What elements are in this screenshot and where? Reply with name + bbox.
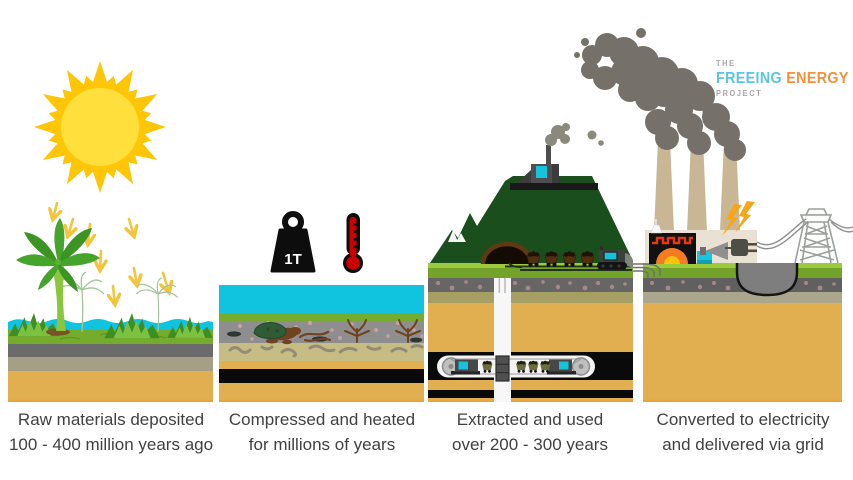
- rock-speckles: [650, 280, 836, 291]
- fern-icon: [8, 313, 213, 339]
- smoke-icon: [574, 28, 746, 161]
- caption-line: 100 - 400 million years ago: [8, 435, 214, 454]
- mountain-icon: [430, 176, 633, 263]
- stage-caption-3: Extracted and used over 200 - 300 years: [410, 407, 650, 457]
- palm-tree-icon: [16, 218, 100, 336]
- sediment-squiggles: [228, 344, 424, 358]
- stage-2-panel: 1T: [219, 211, 424, 402]
- stage-caption-2: Compressed and heated for millions of ye…: [202, 407, 442, 457]
- rock-speckles: [436, 280, 627, 291]
- logo-word-project: PROJECT: [716, 88, 763, 98]
- turtle-fossil-icon: [253, 322, 301, 345]
- grass: [428, 268, 633, 278]
- furnace-icon: [649, 219, 696, 264]
- caption-line: and delivered via grid: [662, 435, 824, 454]
- caption-line: for millions of years: [248, 435, 396, 454]
- caption-line: Compressed and heated: [228, 410, 416, 429]
- elevator-icon: [495, 355, 510, 382]
- weight-icon: 1T: [270, 211, 316, 273]
- freeing-energy-logo: THE FREEING ENERGY PROJECT: [716, 60, 849, 98]
- plant-fossil-icon: [344, 319, 421, 343]
- logo-brand: FREEING ENERGY: [716, 71, 849, 87]
- caption-line: Converted to electricity: [656, 410, 830, 429]
- smokestack-icon: [654, 140, 740, 232]
- mine-entrance-icon: [480, 241, 534, 265]
- stage-1-panel: [8, 61, 213, 402]
- excavator-icon: [597, 246, 633, 270]
- weight-label: 1T: [284, 251, 302, 268]
- thermometer-icon: [343, 213, 363, 273]
- logo-word-energy: ENERGY: [786, 70, 849, 87]
- transmission-tower-icon: [794, 208, 839, 264]
- plug-icon: [700, 239, 757, 260]
- stage-caption-1: Raw materials deposited 100 - 400 millio…: [0, 407, 231, 457]
- power-plant-icon: [645, 201, 757, 264]
- mine-tunnel: [437, 355, 595, 382]
- coal-feed-pipes: [633, 263, 661, 278]
- power-line-icon: [756, 218, 853, 250]
- mine-shaft-icon: [494, 278, 511, 402]
- stage-2-soil-layers: [219, 285, 424, 402]
- logo-word-freeing: FREEING: [716, 70, 782, 87]
- stage-3-panel: [428, 123, 633, 402]
- mining-machine-icon: [451, 359, 576, 375]
- caption-line: over 200 - 300 years: [452, 435, 608, 454]
- caption-line: Raw materials deposited: [17, 410, 205, 429]
- lightning-icon: [722, 201, 755, 236]
- logo-word-the: THE: [716, 59, 736, 68]
- mined-out-crater: [735, 263, 799, 297]
- mine-building-smoke: [545, 123, 604, 146]
- caption-line: Extracted and used: [456, 410, 604, 429]
- mine-building-icon: [510, 123, 604, 190]
- sun-icon: [34, 61, 166, 193]
- stage-1-soil-layers: [8, 319, 213, 402]
- stage-caption-4: Converted to electricity and delivered v…: [623, 407, 853, 457]
- stage-3-soil-layers: [428, 278, 633, 402]
- stage-4-panel: [574, 28, 853, 402]
- fossil-layer: [227, 319, 424, 345]
